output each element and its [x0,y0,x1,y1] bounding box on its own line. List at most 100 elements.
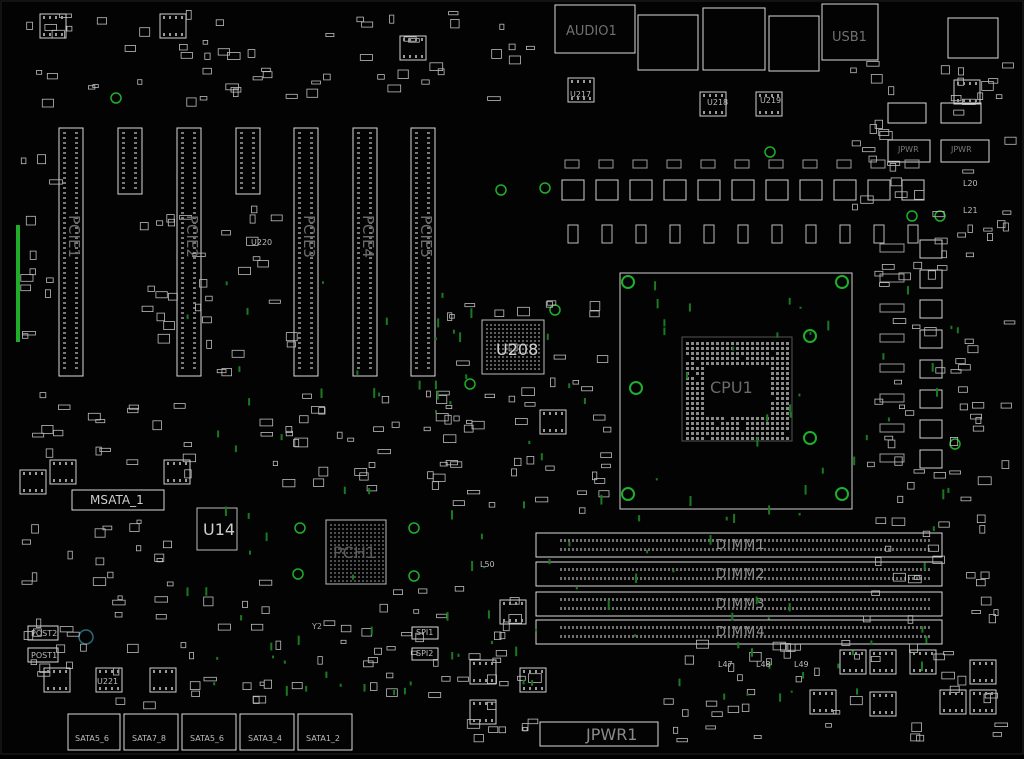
dimm-pin [832,568,834,571]
ic-pin [777,111,779,114]
pch-ball [354,568,356,570]
dimm-pin [928,635,930,638]
pci-pin [357,157,360,159]
passive-component [428,692,442,698]
cpu-pad [726,347,729,350]
dimm-pin [896,568,898,571]
cpu-pad [771,357,774,360]
u208-ball [502,324,504,326]
pci-pin [63,317,66,319]
dimm-pin [784,548,786,551]
ic-pin [409,55,411,58]
ic-package [869,649,897,675]
dimm-pin [880,548,882,551]
u208-ball [530,360,532,362]
cpu-pad [686,382,689,385]
pci-pin [357,242,360,244]
passive-component [166,581,174,587]
passive-component [389,14,395,24]
pci-slot-2 [176,127,202,377]
dimm-pin [732,548,734,551]
dimm-pin [828,548,830,551]
passive-component [185,9,192,20]
pci-pin [134,187,137,189]
passive-component [878,129,890,136]
pch-ball [350,528,352,530]
pci-pin [75,217,78,219]
pch-ball [350,568,352,570]
trace-segment [368,488,371,495]
dimm-pin [760,568,762,571]
passive-component [373,426,384,432]
trace-segment [638,515,641,522]
pch-ball [342,576,344,578]
ic-pin [771,94,773,97]
passive-component [473,734,484,743]
dimm-pin [744,568,746,571]
pci-pin [181,332,184,334]
cpu-pad [696,347,699,350]
cpu-pad [696,367,699,370]
pci-pin [63,232,66,234]
dimm-pin [844,568,846,571]
pci-pin [75,237,78,239]
pci-pin [193,157,196,159]
ic-pin [885,652,887,655]
passive-component [117,595,123,601]
dimm-pin [928,598,930,601]
pci-pin [63,327,66,329]
pch-ball [334,556,336,558]
pch-ball [358,572,360,574]
passive-component [975,417,982,424]
cpu-pad [746,342,749,345]
passive-component [285,93,298,99]
dimm-pin [724,577,726,580]
cpu-pad [786,342,789,345]
pci-pin [63,312,66,314]
pch-ball [374,564,376,566]
pch-ball [374,572,376,574]
pci-pin [415,322,418,324]
passive-component [863,615,871,623]
dimm-pin [844,577,846,580]
pci-pin [310,157,313,159]
pch-ball [350,524,352,526]
passive-component [958,67,965,76]
u208-ball [538,344,540,346]
pci-pin [369,277,372,279]
pci-pin [369,212,372,214]
dimm-pin [732,577,734,580]
passive-component [711,711,723,717]
passive-component [436,390,450,396]
dimm-pin [776,568,778,571]
dimm-pin [908,539,910,542]
pci-pin [369,302,372,304]
dimm-pin [700,607,702,610]
dimm-pin [736,598,738,601]
dimm-pin [792,626,794,629]
passive-component [955,358,966,365]
pci-pin [415,317,418,319]
dimm-pin [580,568,582,571]
dimm-pin [668,539,670,542]
dimm-pin [788,548,790,551]
cpu-pad [716,347,719,350]
u208-ball [494,364,496,366]
pci-pin [310,187,313,189]
dimm-pin [888,539,890,542]
pci-pin [427,182,430,184]
dimm-pin [808,607,810,610]
pci-pin [75,342,78,344]
cpu-pad [691,397,694,400]
dimm-pin [588,548,590,551]
pci-pin [193,202,196,204]
pci-pin [310,152,313,154]
dimm-pin [672,539,674,542]
u208-ball [522,332,524,334]
dimm-pin [760,635,762,638]
pci-pin [427,227,430,229]
dimm-pin [928,568,930,571]
trace-segment [434,380,437,390]
dimm-pin [796,568,798,571]
ic-pin [985,692,987,695]
